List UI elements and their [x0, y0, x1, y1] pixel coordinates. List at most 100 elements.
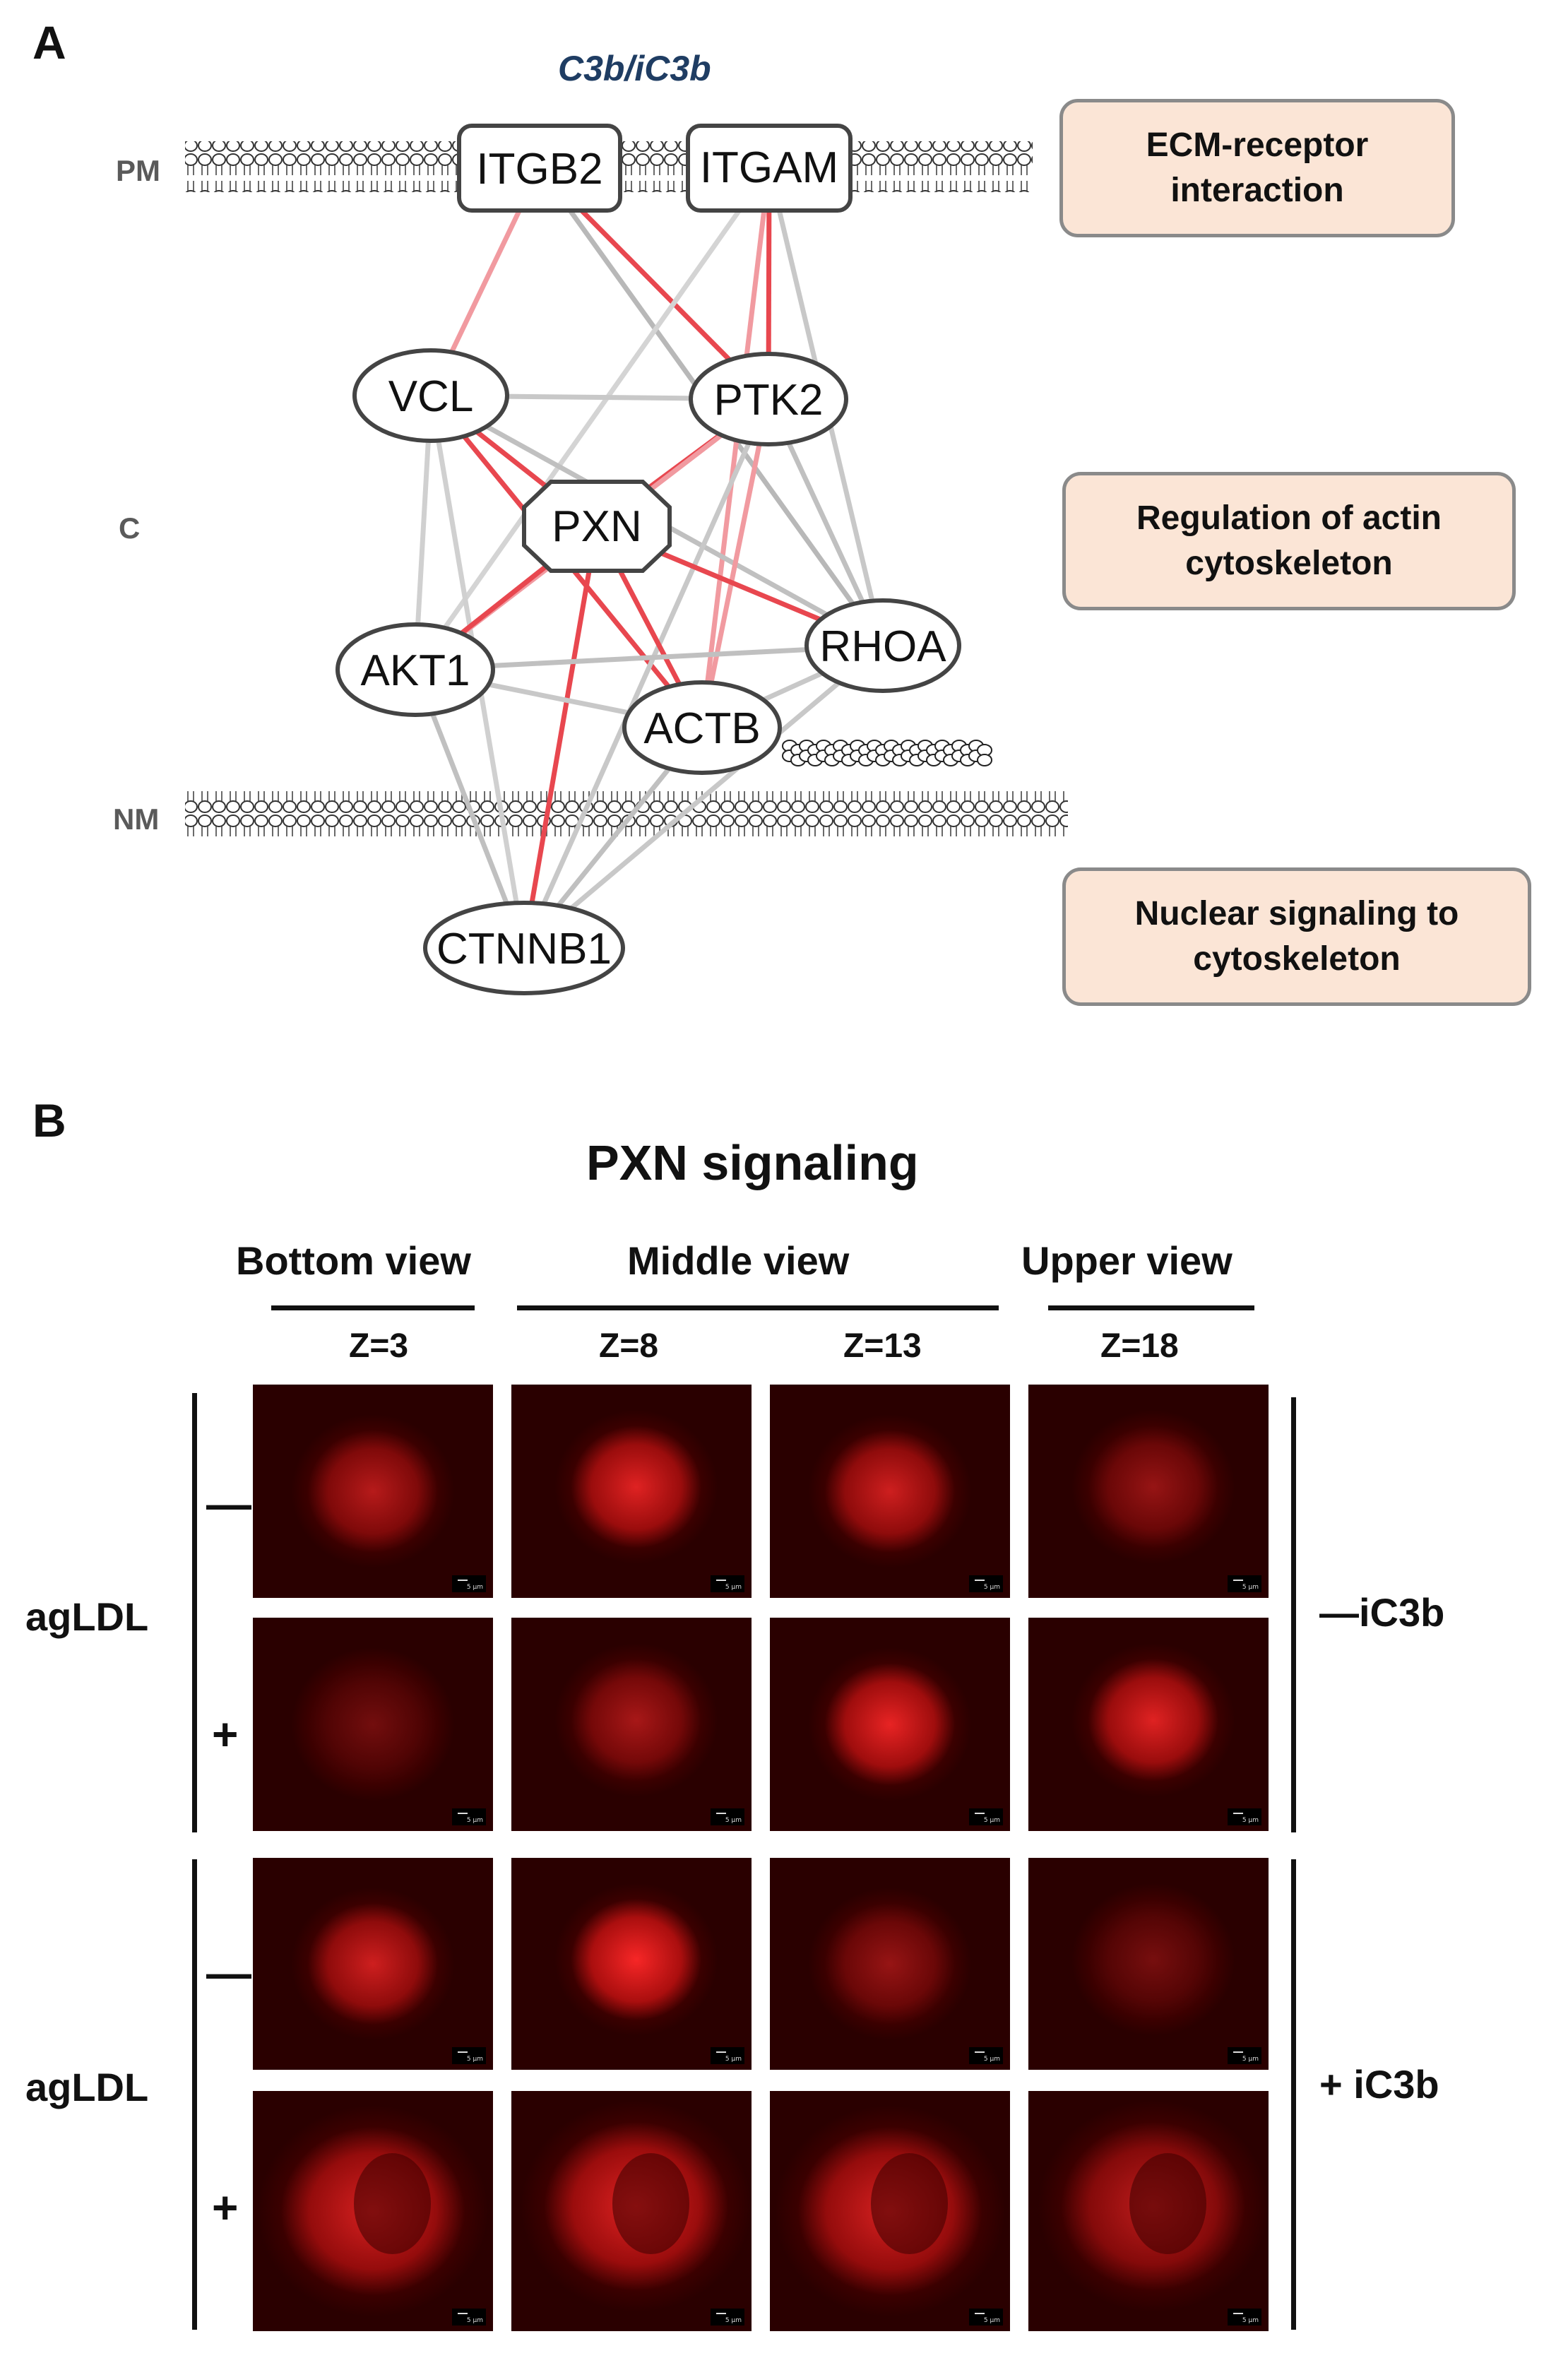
- nucleus-shadow: [353, 2153, 431, 2255]
- micrograph-r3-c3: 5 µm: [770, 1858, 1010, 2070]
- scale-bar: 5 µm: [711, 1575, 744, 1592]
- nucleus-shadow: [1129, 2153, 1206, 2255]
- node-label-akt1: AKT1: [360, 646, 470, 695]
- scale-bar: 5 µm: [452, 2309, 486, 2326]
- node-label-vcl: VCL: [388, 372, 474, 421]
- zone-label-nm: NM: [113, 802, 160, 836]
- nucleus-shadow: [870, 2153, 948, 2255]
- left-bracket-group1: [192, 1393, 197, 1832]
- micrograph-r4-c3: 5 µm: [770, 2091, 1010, 2331]
- micrograph-r3-c2: 5 µm: [511, 1858, 752, 2070]
- pathway-box-ecm-receptor: ECM-receptor interaction: [1059, 99, 1455, 237]
- zone-label-pm: PM: [116, 154, 160, 187]
- view-label-bottom: Bottom view: [236, 1238, 471, 1283]
- iC3b-minus-label: —iC3b: [1319, 1590, 1445, 1635]
- network-diagram: ITGB2 ITGAM VCL PTK2 PXN AKT1 RHOA ACTB: [185, 124, 1068, 995]
- z-label-18: Z=18: [1100, 1327, 1179, 1365]
- scale-bar: 5 µm: [452, 1575, 486, 1592]
- scale-bar: 5 µm: [711, 1808, 744, 1825]
- scale-bar: 5 µm: [1228, 2047, 1261, 2064]
- node-label-pxn: PXN: [552, 502, 641, 551]
- row-sign-3: —: [206, 1948, 251, 1998]
- pathway-box-actin-regulation: Regulation of actin cytoskeleton: [1062, 472, 1516, 610]
- panel-b-title: PXN signaling: [586, 1135, 919, 1190]
- scale-bar-label: 5 µm: [1242, 1584, 1259, 1591]
- micrograph-r2-c4: 5 µm: [1028, 1618, 1269, 1831]
- view-underline-bottom: [271, 1305, 475, 1310]
- nodes: ITGB2 ITGAM VCL PTK2 PXN AKT1 RHOA ACTB: [335, 124, 961, 995]
- micrograph-r1-c4: 5 µm: [1028, 1385, 1269, 1598]
- micrograph-r1-c3: 5 µm: [770, 1385, 1010, 1598]
- micrograph-r1-c2: 5 µm: [511, 1385, 752, 1598]
- nuclear-membrane: [185, 790, 1068, 841]
- scale-bar-label: 5 µm: [983, 1817, 1000, 1824]
- scale-bar-label: 5 µm: [466, 2056, 483, 2063]
- scale-bar-label: 5 µm: [466, 1584, 483, 1591]
- scale-bar-label: 5 µm: [725, 2056, 742, 2063]
- z-label-3: Z=3: [349, 1327, 409, 1365]
- view-underline-middle: [517, 1305, 999, 1310]
- left-bracket-group2: [192, 1859, 197, 2330]
- node-label-rhoa: RHOA: [819, 622, 946, 671]
- scale-bar-label: 5 µm: [725, 1817, 742, 1824]
- scale-bar-label: 5 µm: [1242, 2317, 1259, 2324]
- right-bracket-group1: [1291, 1397, 1296, 1832]
- scale-bar: 5 µm: [452, 1808, 486, 1825]
- scale-bar-label: 5 µm: [983, 2317, 1000, 2324]
- micrograph-r2-c1: 5 µm: [253, 1618, 493, 1831]
- node-akt1: AKT1: [335, 622, 495, 717]
- scale-bar: 5 µm: [711, 2309, 744, 2326]
- node-pxn: PXN: [522, 480, 672, 573]
- edge-ptk2-ctnnb1: [521, 398, 771, 949]
- row-sign-1: —: [206, 1479, 251, 1529]
- node-itgb2: ITGB2: [457, 124, 622, 213]
- scale-bar-label: 5 µm: [983, 1584, 1000, 1591]
- micrograph-r2-c3: 5 µm: [770, 1618, 1010, 1831]
- micrograph-r3-c4: 5 µm: [1028, 1858, 1269, 2070]
- node-rhoa: RHOA: [804, 598, 961, 693]
- scale-bar: 5 µm: [711, 2047, 744, 2064]
- agldl-label-group1: agLDL: [25, 1594, 149, 1639]
- node-ctnnb1: CTNNB1: [423, 901, 625, 995]
- scale-bar-label: 5 µm: [466, 1817, 483, 1824]
- micrograph-r3-c1: 5 µm: [253, 1858, 493, 2070]
- edge-ptk2-actb: [699, 398, 771, 728]
- micrograph-r1-c1: 5 µm: [253, 1385, 493, 1598]
- scale-bar-label: 5 µm: [466, 2317, 483, 2324]
- node-label-actb: ACTB: [643, 704, 760, 753]
- micrograph-r2-c2: 5 µm: [511, 1618, 752, 1831]
- micrograph-r4-c2: 5 µm: [511, 2091, 752, 2331]
- nucleus-shadow: [612, 2153, 689, 2255]
- actin-filament: [782, 740, 992, 766]
- zone-label-c: C: [119, 511, 141, 545]
- row-sign-2: +: [212, 1709, 239, 1760]
- scale-bar: 5 µm: [969, 1575, 1003, 1592]
- scale-bar-label: 5 µm: [1242, 1817, 1259, 1824]
- view-underline-upper: [1048, 1305, 1254, 1310]
- edge-rhoa-ctnnb1: [522, 644, 885, 950]
- scale-bar-label: 5 µm: [983, 2056, 1000, 2063]
- node-label-itgb2: ITGB2: [476, 145, 602, 194]
- node-label-ptk2: PTK2: [713, 376, 823, 425]
- edge-itgam-akt1: [413, 166, 771, 672]
- micrograph-r4-c4: 5 µm: [1028, 2091, 1269, 2331]
- ligand-title: C3b/iC3b: [558, 49, 711, 88]
- node-ptk2: PTK2: [689, 352, 848, 446]
- scale-bar-label: 5 µm: [725, 1584, 742, 1591]
- scale-bar: 5 µm: [969, 1808, 1003, 1825]
- agldl-label-group2: agLDL: [25, 2065, 149, 2109]
- panel-b-letter: B: [32, 1094, 66, 1147]
- scale-bar: 5 µm: [452, 2047, 486, 2064]
- scale-bar: 5 µm: [969, 2047, 1003, 2064]
- iC3b-plus-label: + iC3b: [1319, 2062, 1439, 2107]
- node-actb: ACTB: [622, 680, 782, 775]
- node-label-ctnnb1: CTNNB1: [436, 925, 612, 973]
- right-bracket-group2: [1291, 1859, 1296, 2330]
- row-sign-4: +: [212, 2182, 239, 2233]
- edge-itgam-actb: [699, 167, 772, 728]
- edge-pxn-ctnnb1: [521, 526, 600, 949]
- scale-bar-label: 5 µm: [1242, 2056, 1259, 2063]
- scale-bar: 5 µm: [1228, 1575, 1261, 1592]
- view-label-upper: Upper view: [1021, 1238, 1233, 1283]
- z-label-8: Z=8: [599, 1327, 659, 1365]
